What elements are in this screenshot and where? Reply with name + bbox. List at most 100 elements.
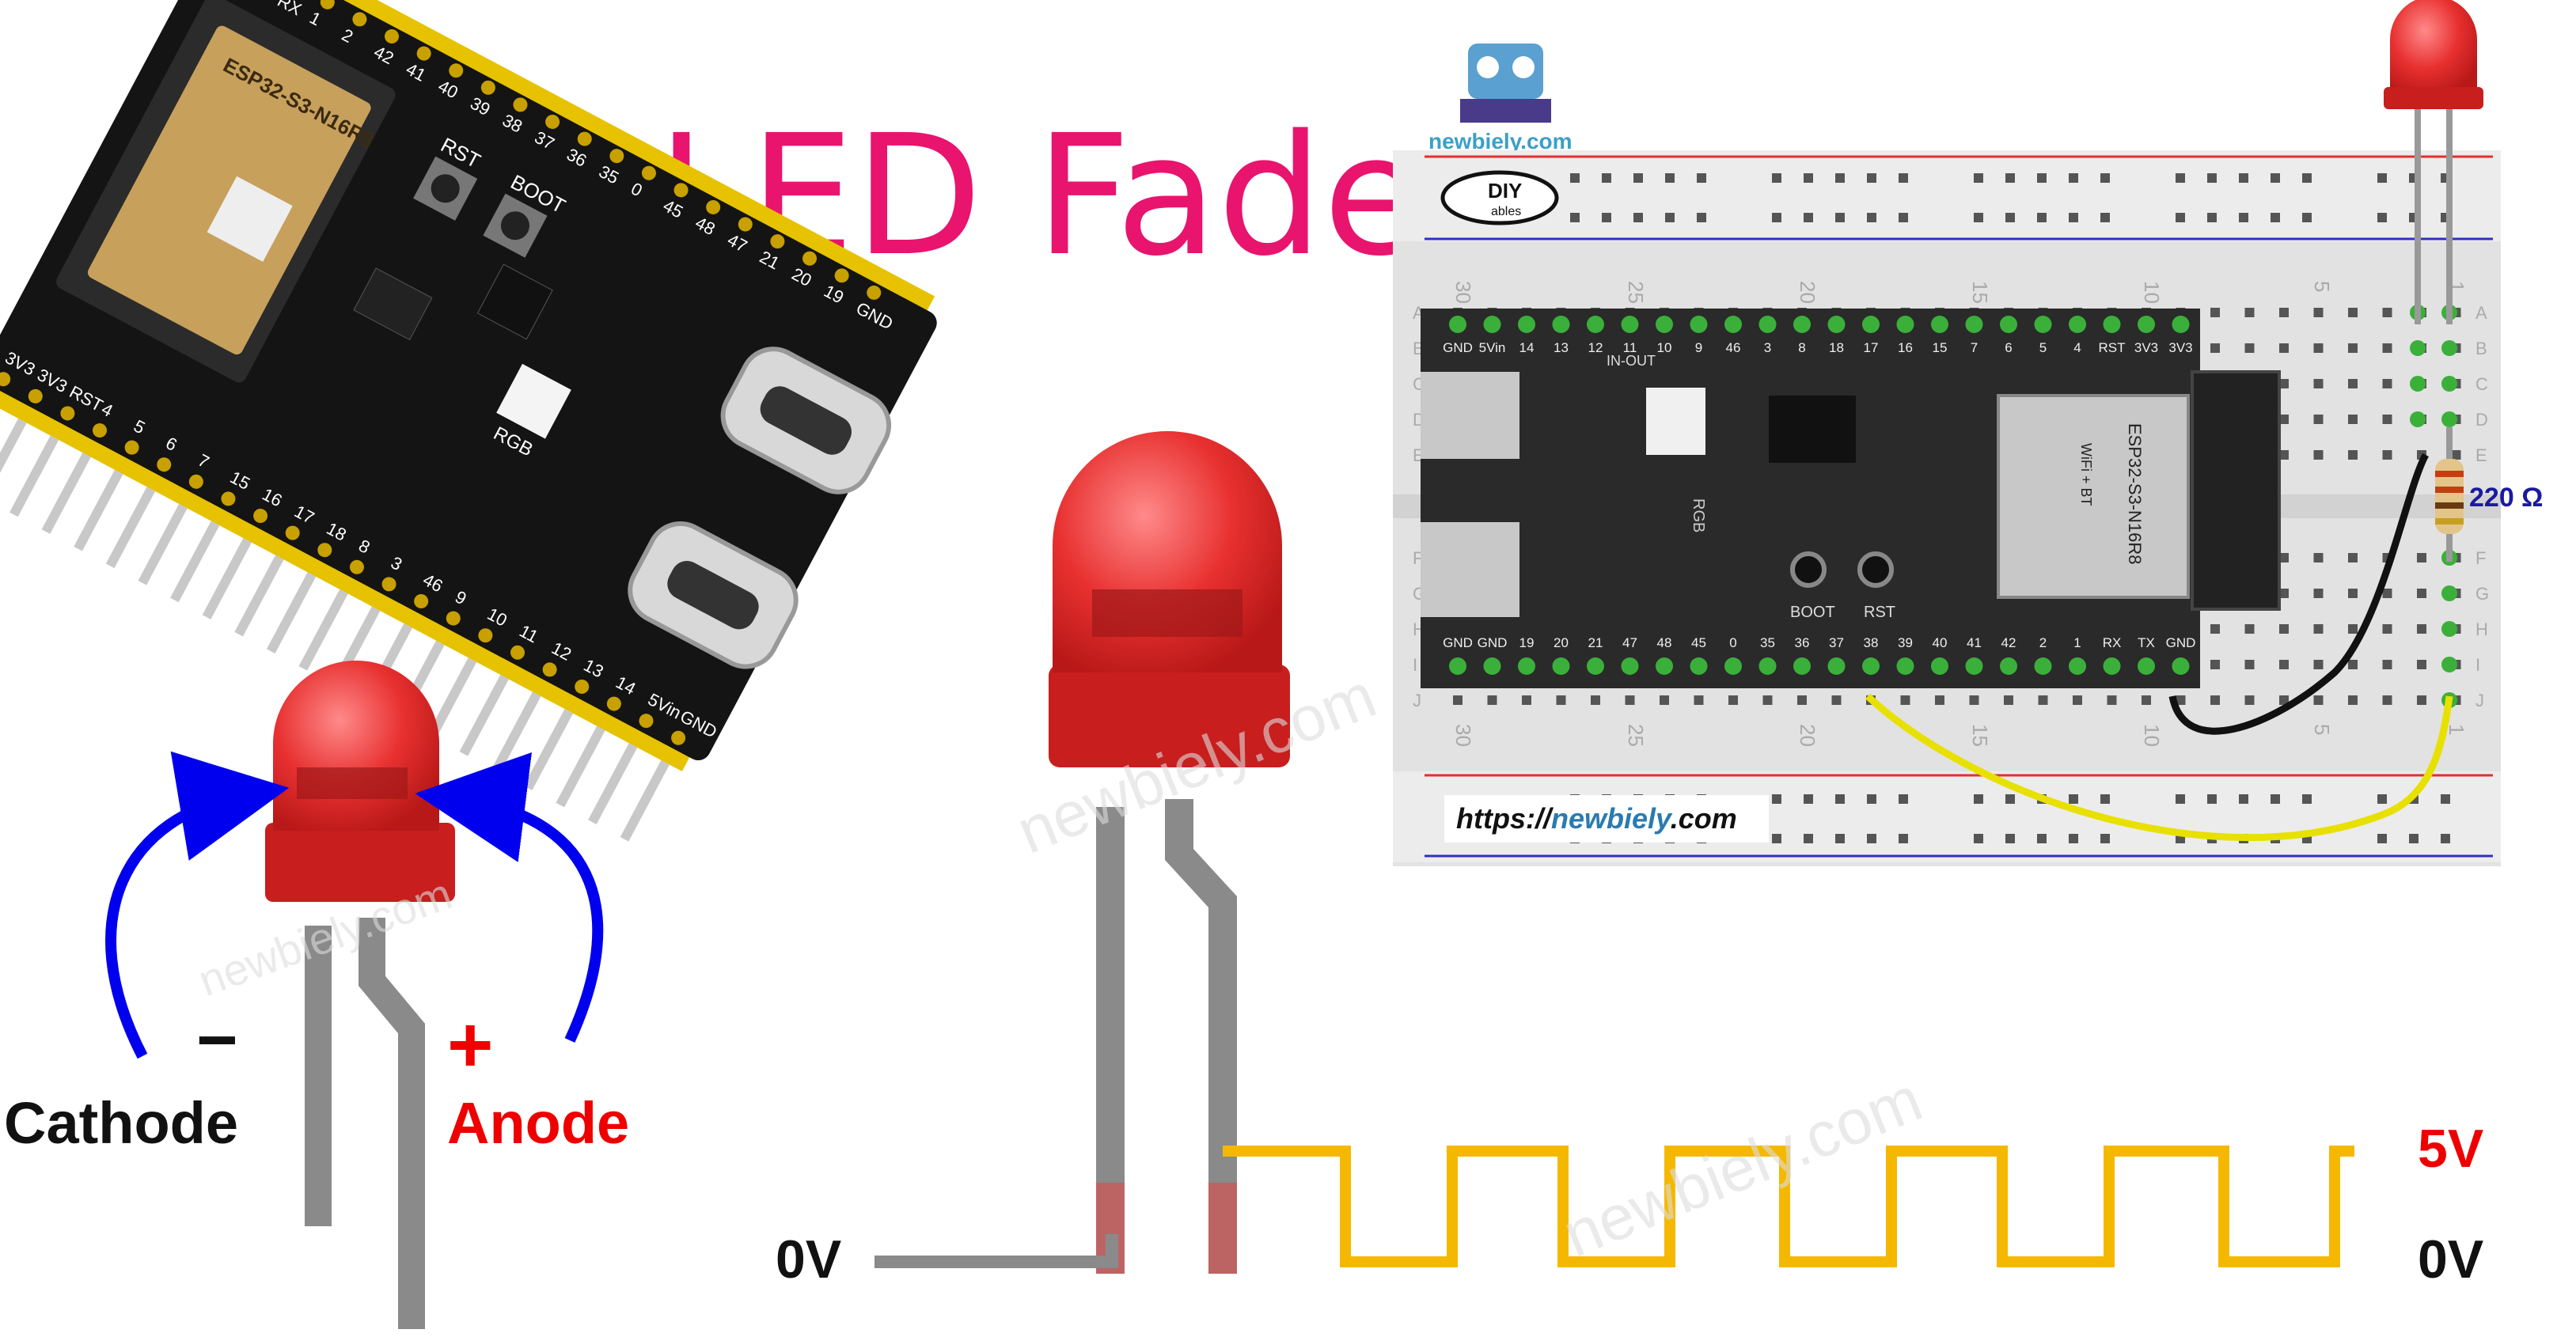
pin-label: 9 bbox=[1695, 340, 1702, 355]
owl-eye-left bbox=[1477, 56, 1499, 78]
rail-hole bbox=[2037, 173, 2047, 183]
rail-hole bbox=[2302, 173, 2312, 183]
breadboard-hole bbox=[2417, 695, 2426, 705]
breadboard-hole bbox=[2382, 415, 2392, 424]
watermark: newbiely.com bbox=[1554, 1063, 1931, 1271]
rail-hole bbox=[2239, 794, 2248, 804]
rail-hole bbox=[2441, 794, 2450, 804]
rail-hole bbox=[1697, 213, 1706, 222]
chip bbox=[476, 263, 553, 340]
breadboard-hole bbox=[2176, 695, 2186, 705]
pin-hole bbox=[1449, 316, 1466, 333]
pin-pad bbox=[867, 285, 882, 300]
column-number: 30 bbox=[1451, 281, 1475, 304]
logo-text: newbiely.com bbox=[1428, 129, 1573, 153]
pin-pad bbox=[157, 457, 172, 472]
big-led-anode-tip bbox=[1208, 1183, 1237, 1274]
rail-hole bbox=[2441, 834, 2450, 843]
usb-port-top bbox=[1421, 372, 1519, 459]
row-letter: J bbox=[2475, 691, 2484, 710]
rail-hole bbox=[1974, 213, 1983, 222]
breadboard-hole bbox=[2382, 624, 2392, 634]
column-number: 20 bbox=[1796, 281, 1819, 304]
breadboard-hole bbox=[2382, 343, 2392, 353]
breadboard-hole bbox=[2348, 553, 2358, 562]
breadboard-hole bbox=[2210, 660, 2220, 669]
esp32-board-photo: ESP32-S3-N16R8 RST BOOT RGB GNDTXRX12424… bbox=[0, 0, 937, 842]
breadboard-hole bbox=[2313, 695, 2324, 705]
pin-pad bbox=[802, 251, 818, 266]
pin-label: 46 bbox=[1726, 340, 1741, 355]
minus-sign: − bbox=[196, 1001, 238, 1080]
pin-label: 8 bbox=[1798, 340, 1805, 355]
diy-logo bbox=[1440, 170, 1559, 225]
pin-pad bbox=[639, 714, 654, 729]
row-letter: E bbox=[2475, 445, 2487, 465]
usb-c-port-2-inner bbox=[667, 561, 759, 630]
plus-sign: + bbox=[447, 1001, 493, 1089]
pin-pad bbox=[414, 594, 429, 609]
pin-pad bbox=[446, 611, 461, 626]
pwm-square-wave bbox=[1223, 1146, 2354, 1267]
pin-pad bbox=[513, 97, 528, 112]
ground-wire bbox=[874, 1234, 1118, 1268]
pin-pad bbox=[0, 372, 11, 387]
zero-volt-left-label: 0V bbox=[776, 1229, 841, 1290]
header-pin bbox=[138, 503, 188, 585]
pin-hole bbox=[2069, 657, 2086, 675]
rail-hole bbox=[2037, 213, 2047, 222]
cathode-arrow bbox=[105, 751, 290, 1059]
breadboard-hole bbox=[2417, 589, 2426, 598]
pin-pad bbox=[575, 679, 590, 694]
pin-pad bbox=[28, 388, 43, 403]
pin-label: 10 bbox=[1657, 340, 1672, 355]
boot-button-cap bbox=[500, 211, 529, 241]
rail-hole bbox=[2271, 213, 2280, 222]
pin-hole bbox=[1552, 657, 1570, 675]
rail-hole bbox=[1697, 173, 1706, 183]
pin-label: RX bbox=[2103, 635, 2122, 650]
pin-hole bbox=[1931, 657, 1948, 675]
rail-hole bbox=[1665, 173, 1675, 183]
regulator-chip bbox=[1769, 396, 1856, 463]
rail-hole bbox=[2005, 834, 2015, 843]
header-pin bbox=[105, 487, 156, 569]
breadboard-hole bbox=[2313, 379, 2324, 388]
rail-hole bbox=[1804, 834, 1813, 843]
rail-hole bbox=[1633, 173, 1643, 183]
rail-hole bbox=[1899, 173, 1908, 183]
pin-hole bbox=[2103, 316, 2121, 333]
rail-hole bbox=[1835, 794, 1845, 804]
pin-label: 3V3 bbox=[2134, 340, 2158, 355]
led-polarity-diagram: − + Cathode Anode newbiely.com bbox=[4, 661, 629, 1329]
rail-hole bbox=[2377, 213, 2387, 222]
rail-hole bbox=[2207, 173, 2217, 183]
led-anvil bbox=[297, 767, 408, 799]
column-number: 15 bbox=[1968, 281, 1992, 304]
pin-label: 2 bbox=[2039, 635, 2047, 650]
pwm-low-label: 0V bbox=[2418, 1229, 2483, 1290]
pin-hole bbox=[2138, 657, 2155, 675]
url-text: https://newbiely.com bbox=[1456, 802, 1737, 835]
rail-hole bbox=[2239, 213, 2248, 222]
rail-hole bbox=[2239, 173, 2248, 183]
pin-hole bbox=[1862, 657, 1880, 675]
pin-label: 37 bbox=[1829, 635, 1844, 650]
column-number: 5 bbox=[2310, 724, 2334, 735]
pin-pad bbox=[480, 80, 495, 95]
column-number: 1 bbox=[2445, 724, 2468, 735]
diy-text: DIY bbox=[1488, 179, 1522, 203]
breadboard-hole bbox=[2210, 343, 2220, 353]
pin-hole bbox=[2034, 657, 2052, 675]
pin-label: GND bbox=[1443, 340, 1473, 355]
rail-hole bbox=[2100, 834, 2110, 843]
led-dome bbox=[273, 661, 439, 831]
rail-hole bbox=[1899, 794, 1908, 804]
pin-hole bbox=[1552, 316, 1570, 333]
rail-hole bbox=[1602, 173, 1611, 183]
pin-hole bbox=[1656, 316, 1673, 333]
pin-hole bbox=[1758, 657, 1777, 675]
